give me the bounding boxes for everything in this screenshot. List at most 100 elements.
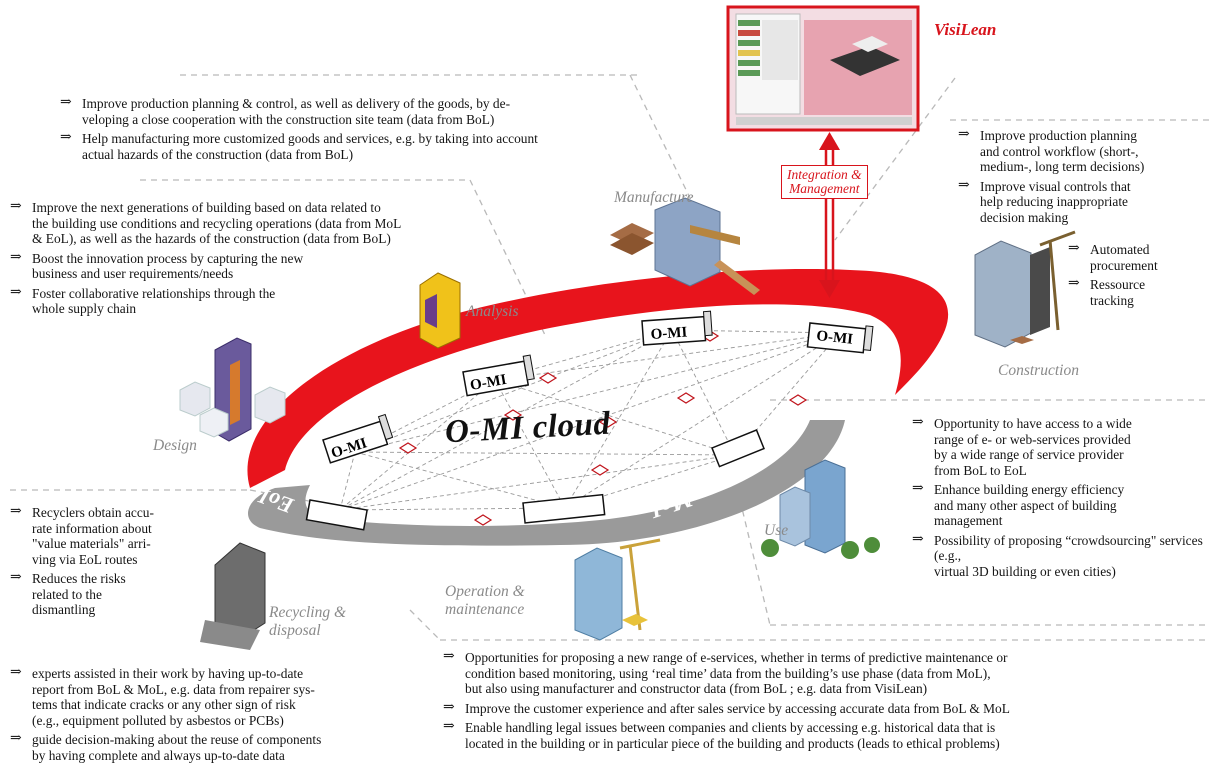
- phase-operation-line-1: Operation &: [445, 583, 525, 600]
- benefit-item: ⇒ Possibility of proposing “crowdsourcing…: [912, 531, 1212, 580]
- benefit-line: medium-, long term decisions): [980, 159, 1145, 174]
- benefit-line: Foster collaborative relationships throu…: [32, 285, 276, 301]
- benefit-line: Improve visual controls that: [980, 178, 1131, 194]
- benefit-line: "value materials" arri-: [32, 536, 151, 551]
- benefit-item: ⇒ Enable handling legal issues between co…: [443, 719, 1213, 751]
- benefit-line: Ressource: [1090, 277, 1146, 292]
- benefit-line: & EoL), as well as the hazards of the co…: [32, 231, 391, 246]
- bullet-arrow-icon: ⇒: [10, 570, 22, 585]
- bullet-arrow-icon: ⇒: [443, 719, 455, 734]
- design-illustration: [179, 337, 286, 442]
- connector-diamonds: [398, 330, 808, 526]
- benefit-line: guide decision-making about the reuse of…: [32, 732, 322, 747]
- benefit-line: Reduces the risks: [32, 571, 126, 586]
- benefit-line: Recyclers obtain accu-: [32, 505, 154, 520]
- operation-illustration: [574, 538, 661, 641]
- bullet-arrow-icon: ⇒: [10, 199, 22, 214]
- benefit-line: procurement: [1090, 257, 1158, 273]
- recycling-illustration: [200, 542, 266, 650]
- phase-recycling-line-2: disposal: [269, 622, 321, 639]
- omi-node-4-label: O-MI: [816, 328, 854, 348]
- benefit-line: condition based monitoring, using ‘real …: [465, 665, 991, 681]
- benefit-line: report from BoL & MoL, e.g. data from re…: [32, 681, 315, 697]
- benefit-line: from BoL to EoL: [934, 462, 1027, 478]
- benefit-line: tems that indicate cracks or any other s…: [32, 697, 296, 712]
- bullet-arrow-icon: ⇒: [958, 127, 970, 142]
- phase-recycling-line-1: Recycling &: [269, 604, 347, 621]
- benefit-line: the building use conditions and recyclin…: [32, 215, 402, 231]
- manufacture-illustration: [610, 197, 760, 295]
- bullet-arrow-icon: ⇒: [912, 481, 924, 496]
- visilean-screenshot: [726, 5, 920, 132]
- operation-benefits: ⇒Opportunities for proposing a new range…: [443, 649, 1213, 755]
- use-illustration: [761, 459, 880, 559]
- integration-management-label: Integration & Management: [781, 165, 868, 199]
- bullet-arrow-icon: ⇒: [10, 249, 22, 265]
- benefit-item: ⇒Boost the innovation process by capturi…: [10, 249, 480, 282]
- benefit-line: by a wide range of service provider: [934, 447, 1124, 462]
- benefit-line: by having complete and always up-to-date…: [32, 747, 285, 763]
- bullet-arrow-icon: ⇒: [10, 665, 22, 680]
- blank-node-use: [711, 429, 765, 468]
- benefit-line: tracking: [1090, 292, 1134, 308]
- benefit-line: Automated: [1090, 242, 1150, 257]
- benefit-line: Help manufacturing more customized goods…: [82, 131, 538, 146]
- benefit-item: ⇒Opportunities for proposing a new range…: [443, 649, 1213, 697]
- bullet-arrow-icon: ⇒: [912, 415, 924, 430]
- benefit-item: ⇒Foster collaborative relationships thro…: [10, 285, 480, 317]
- benefit-line: Improve production planning & control, a…: [82, 96, 511, 111]
- benefit-line: virtual 3D building or even cities): [934, 563, 1116, 579]
- benefit-item: ⇒guide decision-making about the reuse o…: [10, 731, 435, 763]
- benefit-line: Enhance building energy efficiency: [934, 482, 1125, 497]
- benefit-item: ⇒Improve the next generations of buildin…: [10, 199, 480, 247]
- blank-node-mol: [522, 493, 606, 524]
- blank-node-eol: [305, 499, 368, 531]
- benefit-line: Possibility of proposing “crowdsourcing"…: [934, 532, 1203, 564]
- benefit-line: experts assisted in their work by having…: [32, 666, 304, 681]
- benefit-line: but also using manufacturer and construc…: [465, 681, 928, 696]
- bullet-arrow-icon: ⇒: [912, 531, 924, 547]
- benefit-line: and control workflow (short-,: [980, 143, 1139, 159]
- omi-node-2-label: O-MI: [469, 372, 508, 394]
- integration-line-2: Management: [789, 181, 860, 196]
- omi-node-3: [641, 310, 713, 346]
- phase-analysis: Analysis: [466, 303, 519, 320]
- phase-design: Design: [153, 437, 197, 454]
- analysis-illustration: [419, 272, 461, 349]
- omi-node-4: [806, 322, 874, 354]
- benefit-line: related to the: [32, 586, 102, 602]
- bullet-arrow-icon: ⇒: [443, 699, 455, 715]
- benefit-line: located in the building or in particular…: [465, 735, 1000, 751]
- benefit-line: decision making: [980, 209, 1069, 225]
- benefit-line: rate information about: [32, 520, 152, 536]
- benefit-line: dismantling: [32, 602, 96, 617]
- benefit-line: Improve the customer experience and afte…: [465, 700, 1010, 716]
- benefit-line: Improve production planning: [980, 128, 1137, 143]
- phase-operation-line-2: maintenance: [445, 601, 525, 618]
- bullet-arrow-icon: ⇒: [958, 177, 970, 193]
- integration-line-1: Integration &: [787, 167, 862, 182]
- phase-recycling: Recycling & disposal: [269, 604, 346, 640]
- manufacture-benefits: ⇒Improve production planning & control, …: [60, 95, 720, 166]
- benefit-line: veloping a close cooperation with the co…: [82, 111, 495, 127]
- construction-illustration: [974, 230, 1076, 348]
- benefit-line: Enable handling legal issues between com…: [465, 720, 996, 735]
- bol-band: [247, 269, 949, 488]
- design-benefits: ⇒Improve the next generations of buildin…: [10, 199, 480, 321]
- phase-operation: Operation & maintenance: [445, 583, 525, 619]
- benefit-item: ⇒ Recyclers obtain accu-rate information …: [10, 504, 210, 567]
- benefit-line: management: [934, 513, 1003, 528]
- benefit-line: (e.g., equipment polluted by asbestos or…: [32, 712, 284, 728]
- visilean-title: VisiLean: [934, 20, 997, 39]
- benefit-item: ⇒Improve production planning & control, …: [60, 95, 720, 127]
- mol-eol-band: [248, 420, 845, 546]
- benefit-line: range of e- or web-services provided: [934, 431, 1131, 447]
- bullet-arrow-icon: ⇒: [10, 504, 22, 519]
- benefit-line: help reducing inappropriate: [980, 194, 1128, 209]
- omi-node-2: [462, 354, 535, 397]
- recycling-benefits: ⇒ Recyclers obtain accu-rate information …: [10, 504, 210, 622]
- bullet-arrow-icon: ⇒: [1068, 241, 1080, 256]
